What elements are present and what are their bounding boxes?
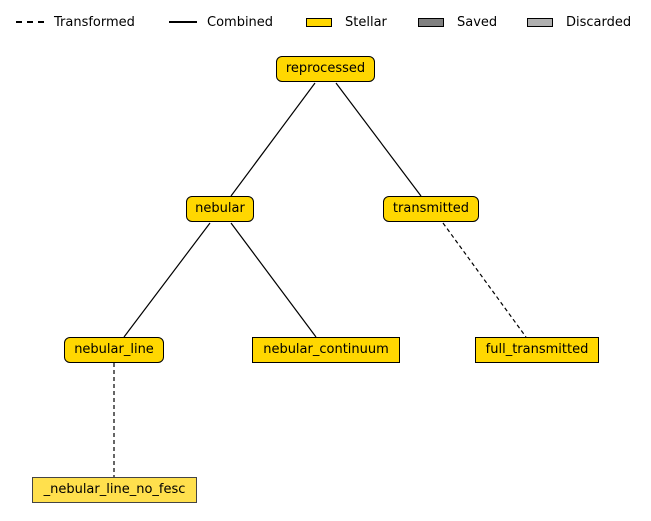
edge-transmitted-full-transmitted <box>442 222 527 338</box>
legend-label-stellar: Stellar <box>345 14 387 30</box>
edge-reprocessed-transmitted <box>335 82 422 197</box>
legend-item-discarded: Discarded <box>527 13 631 31</box>
edge-nebular-nebular-line <box>123 222 211 338</box>
edge-nebular-nebular-continuum <box>230 222 317 338</box>
node-full-transmitted[interactable]: full_transmitted <box>475 337 599 363</box>
saved-swatch-icon <box>418 17 444 27</box>
legend-label-transformed: Transformed <box>54 14 135 30</box>
legend: Transformed Combined Stellar Saved Disca… <box>0 0 651 44</box>
node-nebular-continuum[interactable]: nebular_continuum <box>252 337 400 363</box>
stellar-swatch-icon <box>306 17 332 27</box>
dashed-line-icon <box>16 21 44 23</box>
discarded-swatch-icon <box>527 17 553 27</box>
legend-label-saved: Saved <box>457 14 498 30</box>
legend-label-combined: Combined <box>207 14 274 30</box>
legend-item-saved: Saved <box>418 13 497 31</box>
node-reprocessed[interactable]: reprocessed <box>276 56 375 82</box>
legend-item-transformed: Transformed <box>16 13 135 31</box>
node-nebular[interactable]: nebular <box>186 196 254 222</box>
node-nebular-line-no-fesc[interactable]: _nebular_line_no_fesc <box>32 477 197 503</box>
legend-item-combined: Combined <box>169 13 273 31</box>
legend-label-discarded: Discarded <box>566 14 632 30</box>
solid-line-icon <box>169 21 197 23</box>
edge-reprocessed-nebular <box>230 82 316 197</box>
legend-item-stellar: Stellar <box>306 13 387 31</box>
node-nebular-line[interactable]: nebular_line <box>64 337 164 363</box>
node-transmitted[interactable]: transmitted <box>383 196 479 222</box>
